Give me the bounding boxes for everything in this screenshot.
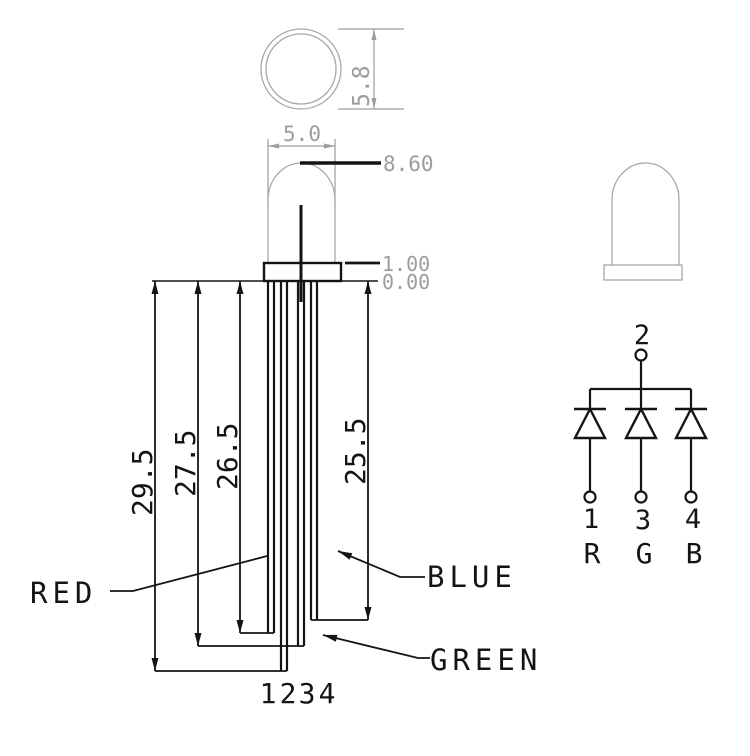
- dim-27-5-arrow-up: [194, 281, 202, 294]
- label-body-width: 5.0: [283, 122, 321, 146]
- side-view: [603, 162, 683, 281]
- schematic-pin-4-label: 4: [685, 504, 701, 535]
- dim-25-5-arrow-up: [364, 281, 372, 294]
- pin-number-2: 2: [280, 677, 297, 710]
- label-pin1-length: 26.5: [211, 423, 244, 490]
- red-leader-line: [110, 555, 268, 592]
- label-cap-diameter: 5.8: [349, 65, 375, 107]
- schematic-common-terminal: [634, 348, 648, 362]
- dim-5-8-arrow-up: [371, 29, 377, 40]
- channel-label-b: B: [686, 537, 703, 570]
- schematic-pin-1-label: 1: [583, 504, 599, 535]
- label-pin3-length: 27.5: [169, 430, 202, 497]
- label-dome-height: 8.60: [383, 152, 434, 176]
- dim-29-5-arrow-down: [151, 658, 159, 671]
- dim-27-5-arrow-down: [194, 633, 202, 646]
- top-view-inner-circle: [265, 33, 337, 105]
- label-blue: BLUE: [427, 560, 517, 594]
- pin-number-1: 1: [260, 677, 277, 710]
- dim-5-0-arrow-right: [324, 143, 335, 149]
- dim-5-8-arrow-down: [371, 98, 377, 109]
- schematic: 2 1 3 4 R G B: [573, 320, 708, 570]
- channel-label-g: G: [636, 537, 653, 570]
- lead-length-dimensions: 29.5 27.5 26.5 25.5: [126, 281, 372, 671]
- pin-number-4: 4: [319, 677, 336, 710]
- channel-label-r: R: [584, 537, 601, 570]
- label-standoff: 1.00: [382, 252, 430, 276]
- front-view: 5.0 8.60 1.00 0.00: [30, 122, 542, 710]
- terminal-pin-4: [684, 490, 698, 504]
- pin-number-3: 3: [299, 677, 316, 710]
- blue-leader-arrow: [338, 551, 353, 560]
- label-datum: 0.00: [382, 270, 430, 294]
- terminal-pin-1: [583, 490, 597, 504]
- top-view: 5.8: [260, 28, 404, 110]
- side-view-dome-outline: [611, 162, 680, 265]
- diode-b-triangle: [674, 406, 708, 440]
- dim-29-5-arrow-up: [151, 281, 159, 294]
- label-pin2-length: 29.5: [126, 449, 159, 516]
- diode-g-triangle: [624, 406, 658, 440]
- label-pin4-length: 25.5: [339, 418, 372, 485]
- dim-25-5-arrow-down: [364, 607, 372, 620]
- green-leader-arrow: [323, 634, 338, 642]
- top-view-outer-circle: [260, 28, 342, 110]
- blue-leader-line: [337, 550, 425, 578]
- label-red: RED: [30, 576, 97, 610]
- side-view-flange: [603, 264, 683, 281]
- label-green: GREEN: [430, 643, 542, 677]
- dim-26-5-arrow-down: [236, 620, 244, 633]
- dim-5-0-arrow-left: [268, 143, 279, 149]
- diode-r-triangle: [573, 406, 607, 440]
- terminal-pin-3: [634, 490, 648, 504]
- schematic-common-pin-label: 2: [634, 320, 650, 351]
- schematic-pin-3-label: 3: [635, 505, 651, 536]
- green-leader-line: [322, 634, 430, 659]
- dim-26-5-arrow-up: [236, 281, 244, 294]
- pin-number-row: 1 2 3 4: [260, 677, 336, 710]
- led-leads: [266, 281, 319, 671]
